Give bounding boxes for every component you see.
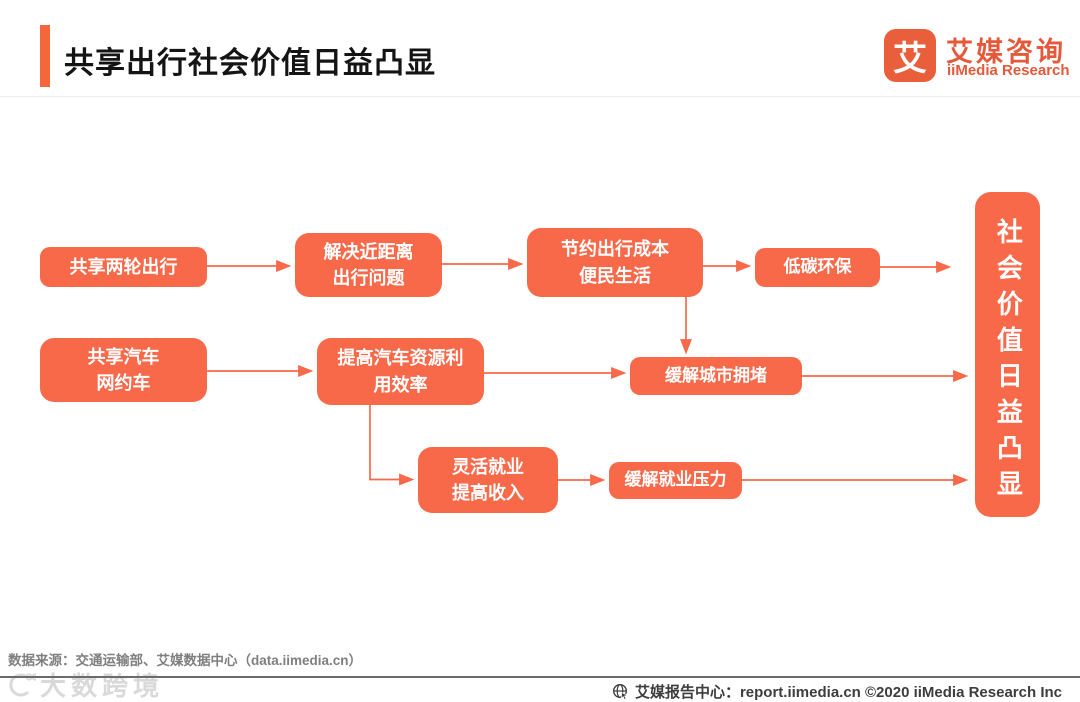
node-ease-congestion: 缓解城市拥堵 bbox=[630, 357, 802, 395]
logo-brand-cn: 艾媒咨询 bbox=[946, 37, 1066, 67]
node-flexible-employment: 灵活就业 提高收入 bbox=[418, 447, 558, 513]
node-save-travel-cost: 节约出行成本 便民生活 bbox=[527, 228, 703, 297]
node-shared-car: 共享汽车 网约车 bbox=[40, 338, 207, 402]
node-shared-two-wheel: 共享两轮出行 bbox=[40, 247, 207, 287]
iimedia-logo-icon: 艾 bbox=[884, 29, 936, 82]
iimedia-logo: 艾 艾媒咨询 iiMedia Research bbox=[884, 29, 1070, 83]
watermark-text: 大数跨境 bbox=[40, 671, 165, 701]
footer-divider bbox=[0, 676, 1080, 678]
arrow-efficiency-to-flexible-jobs bbox=[369, 405, 415, 486]
node-improve-efficiency: 提高汽车资源利 用效率 bbox=[317, 338, 484, 405]
node-social-value-result: 社会价值日益凸显 bbox=[975, 192, 1040, 517]
node-ease-job-pressure: 缓解就业压力 bbox=[609, 462, 742, 499]
logo-brand-en: iiMedia Research bbox=[947, 62, 1070, 79]
report-center-note: 艾媒报告中心：report.iimedia.cn ©2020 iiMedia R… bbox=[612, 681, 1062, 702]
globe-cursor-icon bbox=[612, 683, 629, 700]
watermark: 大数跨境 bbox=[6, 666, 164, 702]
watermark-logo-icon bbox=[9, 672, 36, 696]
report-center-text: 艾媒报告中心：report.iimedia.cn ©2020 iiMedia R… bbox=[634, 684, 1062, 701]
page-title: 共享出行社会价值日益凸显 bbox=[64, 47, 436, 80]
node-solve-short-distance: 解决近距离 出行问题 bbox=[295, 233, 442, 297]
node-low-carbon: 低碳环保 bbox=[755, 248, 880, 287]
header-divider bbox=[0, 96, 1080, 97]
data-source-note: 数据来源：交通运输部、艾媒数据中心（data.iimedia.cn） bbox=[8, 653, 363, 668]
title-accent-bar bbox=[40, 25, 50, 87]
